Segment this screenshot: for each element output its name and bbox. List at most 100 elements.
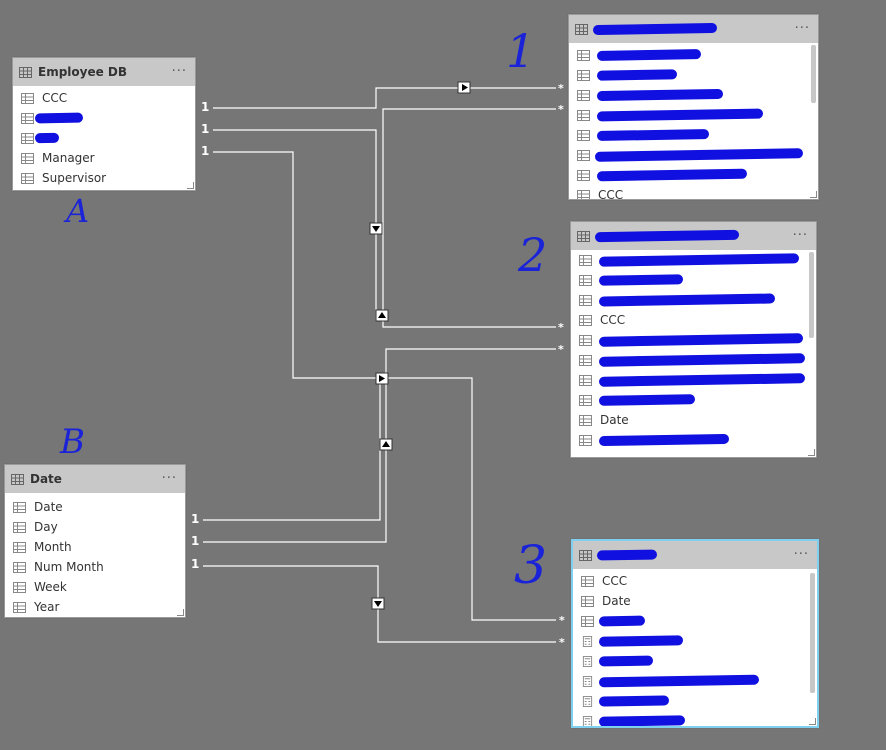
relationship-line-t1-t2[interactable]	[382, 108, 556, 328]
redaction-mark	[598, 333, 804, 347]
table-header[interactable]: ···	[573, 541, 817, 569]
table-header[interactable]: ···	[571, 222, 816, 250]
more-options-icon[interactable]: ···	[793, 547, 809, 562]
field-row[interactable]: Day	[5, 517, 185, 537]
field-row[interactable]: CCC	[569, 185, 818, 199]
scrollbar[interactable]	[809, 252, 814, 338]
relationship-line-emp-t1[interactable]	[213, 87, 556, 109]
field-row[interactable]	[571, 430, 816, 450]
filter-direction-marker[interactable]	[371, 597, 385, 610]
cardinality-one: 1	[191, 557, 200, 571]
redaction-mark	[598, 695, 670, 707]
field-row[interactable]	[571, 270, 816, 290]
field-row[interactable]: CCC	[13, 88, 195, 108]
field-row[interactable]	[569, 65, 818, 85]
field-row[interactable]: Date	[573, 591, 817, 611]
table-3[interactable]: ··· CCC Date	[571, 539, 819, 728]
field-row[interactable]	[569, 145, 818, 165]
redaction-mark	[598, 274, 684, 286]
field-row[interactable]	[571, 290, 816, 310]
column-icon	[13, 561, 26, 573]
redaction-mark	[596, 88, 724, 102]
resize-handle[interactable]	[810, 191, 817, 198]
column-icon	[579, 354, 592, 366]
redaction-mark	[596, 549, 658, 561]
field-row[interactable]	[573, 671, 817, 691]
field-name: Manager	[42, 151, 95, 165]
field-name: Month	[34, 540, 72, 554]
field-row[interactable]	[569, 45, 818, 65]
column-icon	[579, 314, 592, 326]
relationship-line-emp-t2[interactable]	[213, 129, 378, 321]
redaction-mark	[596, 108, 764, 122]
column-icon	[579, 414, 592, 426]
column-icon	[579, 374, 592, 386]
more-options-icon[interactable]: ···	[794, 21, 810, 36]
column-icon	[21, 112, 34, 124]
more-options-icon[interactable]: ···	[161, 471, 177, 486]
more-options-icon[interactable]: ···	[171, 64, 187, 79]
redaction-mark	[598, 433, 730, 447]
field-row[interactable]: CCC	[573, 571, 817, 591]
field-row[interactable]	[13, 108, 195, 128]
field-row[interactable]	[571, 330, 816, 350]
filter-direction-marker[interactable]	[369, 222, 383, 235]
table-icon	[577, 230, 590, 242]
resize-handle[interactable]	[808, 449, 815, 456]
field-row[interactable]: Year	[5, 597, 185, 617]
field-row[interactable]: Num Month	[5, 557, 185, 577]
field-name: Day	[34, 520, 58, 534]
table-1[interactable]: ··· CCC	[568, 14, 819, 200]
table-header[interactable]: Employee DB ···	[13, 58, 195, 86]
redaction-mark	[598, 674, 760, 688]
scrollbar[interactable]	[811, 45, 816, 103]
field-row[interactable]	[569, 125, 818, 145]
field-row[interactable]: Date	[571, 410, 816, 430]
field-row[interactable]	[569, 165, 818, 185]
field-row[interactable]	[571, 250, 816, 270]
filter-direction-marker[interactable]	[457, 81, 471, 94]
relationship-line-emp-t3[interactable]	[213, 151, 556, 621]
resize-handle[interactable]	[177, 609, 184, 616]
field-row[interactable]: Manager	[13, 148, 195, 168]
field-row[interactable]	[573, 711, 817, 726]
field-row[interactable]: Month	[5, 537, 185, 557]
table-date[interactable]: Date ··· Date Day Month Num Month Week Y…	[4, 464, 186, 618]
calculator-icon	[582, 655, 593, 667]
filter-direction-marker[interactable]	[375, 309, 389, 322]
calculator-icon	[582, 715, 593, 726]
table-2[interactable]: ··· CCC Date	[570, 221, 817, 458]
cardinality-many: *	[558, 343, 564, 356]
field-row[interactable]: Week	[5, 577, 185, 597]
table-header[interactable]: ···	[569, 15, 818, 43]
field-row[interactable]	[573, 611, 817, 631]
field-name: Week	[34, 580, 67, 594]
field-row[interactable]	[571, 390, 816, 410]
field-row[interactable]: Supervisor	[13, 168, 195, 188]
table-employee-db[interactable]: Employee DB ··· CCC Manager Supervisor	[12, 57, 196, 191]
more-options-icon[interactable]: ···	[792, 228, 808, 243]
field-row[interactable]	[569, 105, 818, 125]
filter-direction-marker[interactable]	[379, 438, 393, 451]
column-icon	[579, 434, 592, 446]
field-row[interactable]: CCC	[571, 310, 816, 330]
resize-handle[interactable]	[187, 182, 194, 189]
field-row[interactable]	[569, 85, 818, 105]
scrollbar[interactable]	[810, 573, 815, 693]
annotation-3: 3	[514, 536, 548, 596]
table-header[interactable]: Date ···	[5, 465, 185, 493]
field-row[interactable]	[13, 128, 195, 148]
field-row[interactable]	[573, 631, 817, 651]
resize-handle[interactable]	[809, 718, 816, 725]
field-row[interactable]	[573, 651, 817, 671]
filter-direction-marker[interactable]	[375, 372, 389, 385]
field-row[interactable]	[571, 370, 816, 390]
column-icon	[577, 169, 590, 181]
relationship-line-date-t2a[interactable]	[203, 378, 381, 521]
redaction-mark	[598, 293, 776, 307]
column-icon	[13, 521, 26, 533]
field-row[interactable]	[573, 691, 817, 711]
field-row[interactable]: Date	[5, 497, 185, 517]
field-row[interactable]	[571, 350, 816, 370]
table-title: Employee DB	[38, 65, 128, 79]
